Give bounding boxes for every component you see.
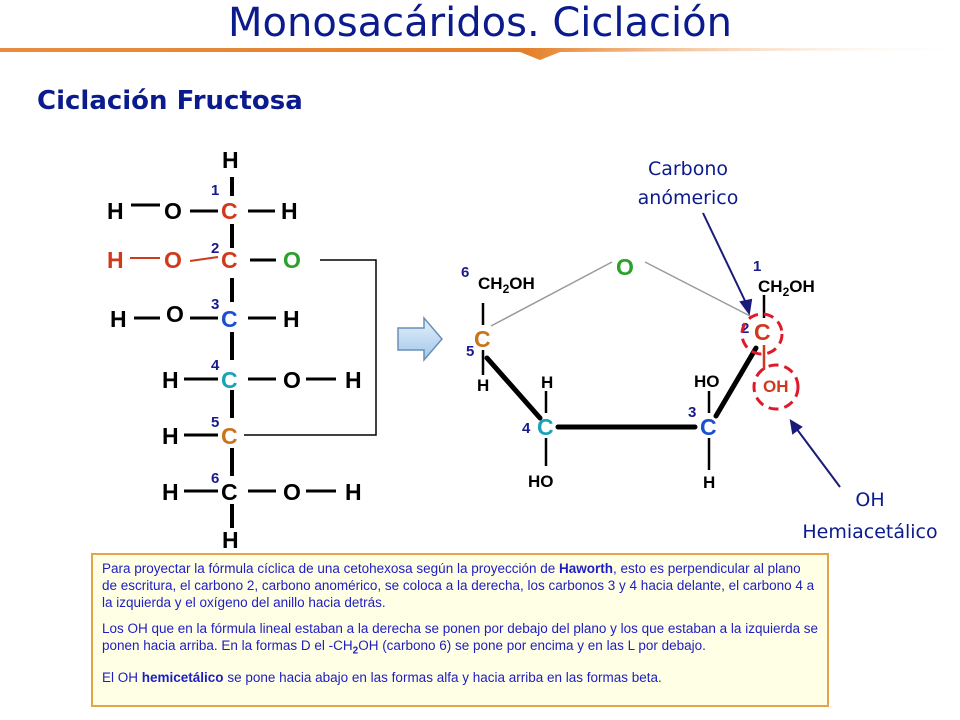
haworth-ring-oxygen: O <box>616 254 634 280</box>
fischer-bottom-h: H <box>222 527 239 553</box>
haworth-num-2: 2 <box>741 320 749 337</box>
fischer-num-5: 5 <box>211 414 219 431</box>
fischer-r3-o: O <box>166 301 184 327</box>
fischer-r5-left-h: H <box>162 423 179 449</box>
haworth-c5: C <box>474 326 491 352</box>
haworth-h-c5: H <box>477 376 489 395</box>
haworth-h-c4: H <box>541 373 553 392</box>
transformation-arrow <box>397 315 443 363</box>
fischer-c4: C <box>221 367 238 393</box>
haworth-ho-c3: HO <box>694 372 720 391</box>
slide-subtitle: Ciclación Fructosa <box>37 86 303 116</box>
fischer-r4-o: O <box>283 367 301 393</box>
haworth-ch2oh-c6: CH2OH <box>478 274 535 296</box>
haworth-projection: O C C C C CH2OH CH2OH H H HO HO H OH 6 5… <box>461 158 938 543</box>
fischer-num-1: 1 <box>211 182 219 199</box>
haworth-oh-c2: OH <box>763 377 789 396</box>
anomeric-label-line1: Carbono <box>648 158 728 180</box>
fischer-r6-o: O <box>283 479 301 505</box>
fischer-projection: H H H O C H 1 H O C O 2 H O C H 3 H C O … <box>107 147 377 553</box>
fischer-num-4: 4 <box>211 357 220 374</box>
haworth-num-4: 4 <box>522 420 531 437</box>
haworth-c2: C <box>754 319 771 345</box>
fischer-r3-left-h: H <box>110 306 127 332</box>
explanation-paragraph-1: Para proyectar la fórmula cíclica de una… <box>102 561 815 610</box>
fischer-num-2: 2 <box>211 240 219 257</box>
title-underline <box>0 48 960 60</box>
fischer-r4-left-h: H <box>162 367 179 393</box>
fischer-num-6: 6 <box>211 470 219 487</box>
haworth-num-6: 6 <box>461 264 469 281</box>
fischer-c1: C <box>221 198 238 224</box>
haworth-ho-c4: HO <box>528 472 554 491</box>
cyclization-bracket <box>244 259 377 436</box>
oh-label-line2: Hemiacetálico <box>802 521 937 543</box>
explanation-paragraph-3: El OH hemicetálico se pone hacia abajo e… <box>102 669 662 685</box>
fischer-r6-right-h: H <box>345 479 362 505</box>
fischer-r1-right-h: H <box>281 198 298 224</box>
fischer-r6-left-h: H <box>162 479 179 505</box>
fischer-r2-left-h: H <box>107 247 124 273</box>
haworth-c4: C <box>537 414 554 440</box>
anomeric-label-line2: anómerico <box>638 187 739 209</box>
haworth-num-3: 3 <box>688 404 696 421</box>
fischer-r2-o: O <box>164 247 182 273</box>
fischer-r4-right-h: H <box>345 367 362 393</box>
fischer-r1-o: O <box>164 198 182 224</box>
fischer-top-h: H <box>222 147 239 173</box>
fischer-r3-right-h: H <box>283 306 300 332</box>
hemiacetal-oh-highlight <box>752 363 800 411</box>
fischer-c6: C <box>221 479 238 505</box>
explanation-paragraph-2: Los OH que en la fórmula lineal estaban … <box>102 621 818 657</box>
haworth-num-1: 1 <box>753 258 761 275</box>
haworth-h-c3: H <box>703 473 715 492</box>
haworth-ch2oh-c1: CH2OH <box>758 277 815 299</box>
fischer-r1-left-h: H <box>107 198 124 224</box>
oh-label-line1: OH <box>855 489 884 511</box>
haworth-num-5: 5 <box>466 343 474 360</box>
fischer-r2-right-o: O <box>283 247 301 273</box>
fischer-num-3: 3 <box>211 296 219 313</box>
anomeric-carbon-highlight <box>740 312 784 356</box>
slide-title: Monosacáridos. Ciclación <box>228 0 732 46</box>
fischer-c5: C <box>221 423 238 449</box>
fischer-c2: C <box>221 247 238 273</box>
haworth-c3: C <box>700 414 717 440</box>
fischer-c3: C <box>221 306 238 332</box>
explanation-box: Para proyectar la fórmula cíclica de una… <box>91 553 829 707</box>
